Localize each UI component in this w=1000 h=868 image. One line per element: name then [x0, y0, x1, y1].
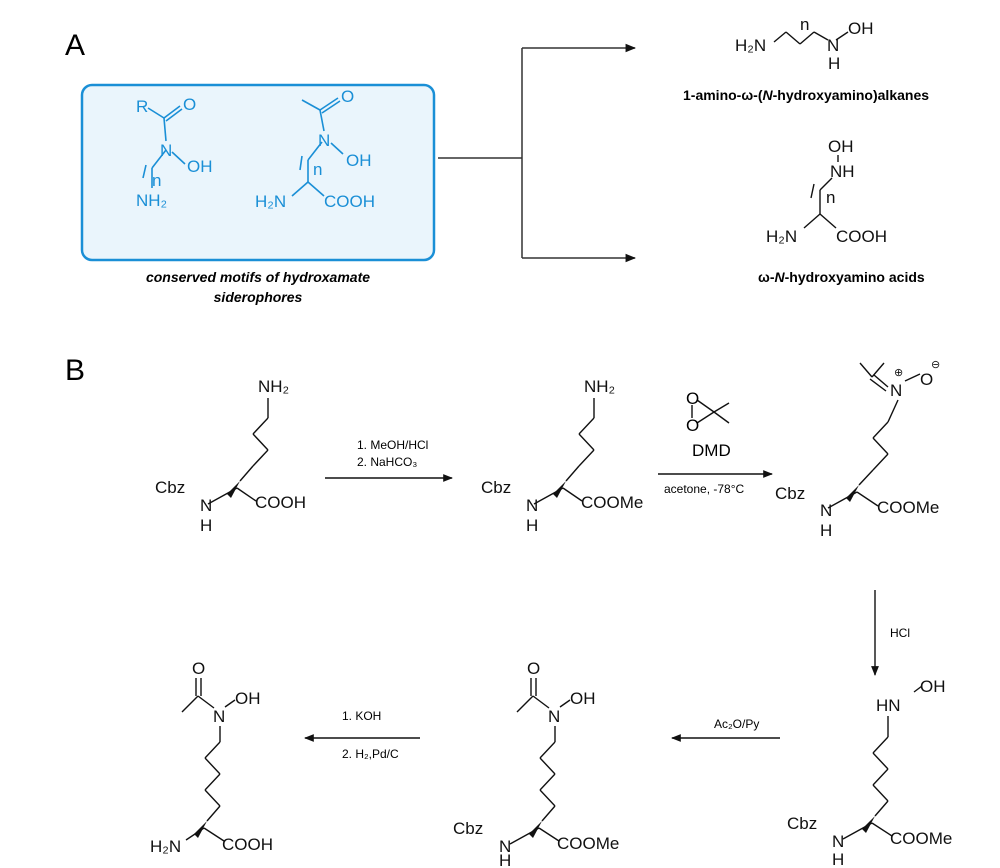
- compound-1-h: H: [200, 516, 212, 535]
- step-2-reagent: DMD: [692, 441, 731, 460]
- compound-3-ester: COOMe: [877, 498, 939, 517]
- compound-4-n: N: [832, 832, 844, 851]
- compound-5-h: H: [499, 851, 511, 868]
- compound-2-n: N: [526, 496, 538, 515]
- compound-1-acid: COOH: [255, 493, 306, 512]
- compound-5-cbz: Cbz: [453, 819, 483, 838]
- panel-a-branching-arrows: [438, 43, 637, 263]
- compound-1-structure: [207, 398, 269, 505]
- step-4-reagent: Ac₂O/Py: [714, 717, 759, 731]
- bottom-product-name: ω-N-hydroxyamino acids: [758, 269, 925, 285]
- motif-1-nh2: NH₂: [136, 191, 167, 210]
- bottom-product-h2n: H₂N: [766, 227, 797, 246]
- step-5-line-1: 1. KOH: [342, 709, 381, 723]
- motifs-box: [80, 83, 436, 262]
- top-product-n: N: [827, 36, 839, 55]
- motifs-caption-line-2: siderophores: [214, 289, 303, 305]
- dmd-o-bottom: O: [686, 416, 699, 435]
- compound-2-cbz: Cbz: [481, 478, 511, 497]
- step-3-reagent: HCl: [890, 626, 910, 640]
- compound-4-oh: OH: [920, 677, 946, 696]
- compound-5-o: O: [527, 659, 540, 678]
- motif-2-n: N: [318, 131, 330, 150]
- compound-4-wedge: [862, 816, 875, 833]
- compound-5-structure: [509, 678, 571, 845]
- compound-4-ester: COOMe: [890, 829, 952, 848]
- compound-4-hn: HN: [876, 696, 901, 715]
- compound-5-oh: OH: [570, 689, 596, 708]
- compound-1-n: N: [200, 496, 212, 515]
- compound-1-nh2: NH₂: [258, 377, 289, 396]
- compound-2-ester: COOMe: [581, 493, 643, 512]
- compound-6-n: N: [213, 707, 225, 726]
- compound-3-structure: [827, 362, 921, 509]
- compound-5-n: N: [548, 707, 560, 726]
- motif-2-oh: OH: [346, 151, 372, 170]
- compound-6-wedge: [194, 821, 207, 838]
- bottom-product-subscript-n: n: [826, 188, 835, 207]
- motif-1-r: R: [136, 97, 148, 116]
- panel-b-label: B: [65, 354, 85, 387]
- motif-2-structure: [291, 97, 344, 197]
- top-product-oh: OH: [848, 19, 874, 38]
- motif-1-structure: [142, 105, 186, 188]
- motif-1-o: O: [183, 95, 196, 114]
- compound-3-n: N: [890, 381, 902, 400]
- step-1-line-2: 2. NaHCO₃: [357, 455, 417, 469]
- bottom-product-structure: [803, 155, 839, 229]
- compound-3-nh: N: [820, 501, 832, 520]
- top-product-h: H: [828, 54, 840, 73]
- dmd-o-top: O: [686, 389, 699, 408]
- dmd-structure: [691, 399, 730, 424]
- compound-3-cbz: Cbz: [775, 484, 805, 503]
- motif-1-oh: OH: [187, 157, 213, 176]
- compound-6-oh: OH: [235, 689, 261, 708]
- compound-4-h: H: [832, 850, 844, 868]
- motif-2-cooh: COOH: [324, 192, 375, 211]
- compound-3-h: H: [820, 521, 832, 540]
- compound-6-o: O: [192, 659, 205, 678]
- bottom-product-nh: NH: [830, 162, 855, 181]
- bottom-product-cooh: COOH: [836, 227, 887, 246]
- compound-2-h: H: [526, 516, 538, 535]
- step-2-conditions: acetone, -78°C: [664, 482, 745, 496]
- compound-2-structure: [533, 398, 595, 505]
- motif-2-o: O: [341, 87, 354, 106]
- top-product-h2n: H₂N: [735, 36, 766, 55]
- bottom-product-oh: OH: [828, 137, 854, 156]
- compound-2-wedge: [553, 481, 566, 498]
- top-product-structure: [773, 31, 849, 45]
- compound-6-h2n: H₂N: [150, 837, 181, 856]
- compound-5-wedge: [529, 821, 542, 838]
- motif-1-n: N: [160, 141, 172, 160]
- compound-1-wedge: [227, 481, 240, 498]
- top-product-name: 1-amino-ω-(N-hydroxyamino)alkanes: [683, 87, 929, 103]
- motif-2-subscript-n: n: [313, 160, 322, 179]
- compound-6-acid: COOH: [222, 835, 273, 854]
- compound-3-o: O: [920, 370, 933, 389]
- compound-6-structure: [181, 678, 236, 842]
- compound-5-nh: N: [499, 837, 511, 856]
- compound-3-plus: ⊕: [894, 367, 903, 379]
- compound-3-wedge: [846, 485, 859, 502]
- compound-1-cbz: Cbz: [155, 478, 185, 497]
- motif-1-subscript-n: n: [152, 171, 161, 190]
- compound-2-nh2: NH₂: [584, 377, 615, 396]
- step-5-line-2: 2. H₂,Pd/C: [342, 747, 399, 761]
- step-1-line-1: 1. MeOH/HCl: [357, 438, 428, 452]
- top-product-subscript-n: n: [800, 15, 809, 34]
- panel-a-label: A: [65, 29, 85, 62]
- motifs-caption-line-1: conserved motifs of hydroxamate: [146, 269, 370, 285]
- compound-4-cbz: Cbz: [787, 814, 817, 833]
- compound-3-minus: ⊖: [931, 359, 940, 371]
- compound-5-ester: COOMe: [557, 834, 619, 853]
- motif-2-h2n: H₂N: [255, 192, 286, 211]
